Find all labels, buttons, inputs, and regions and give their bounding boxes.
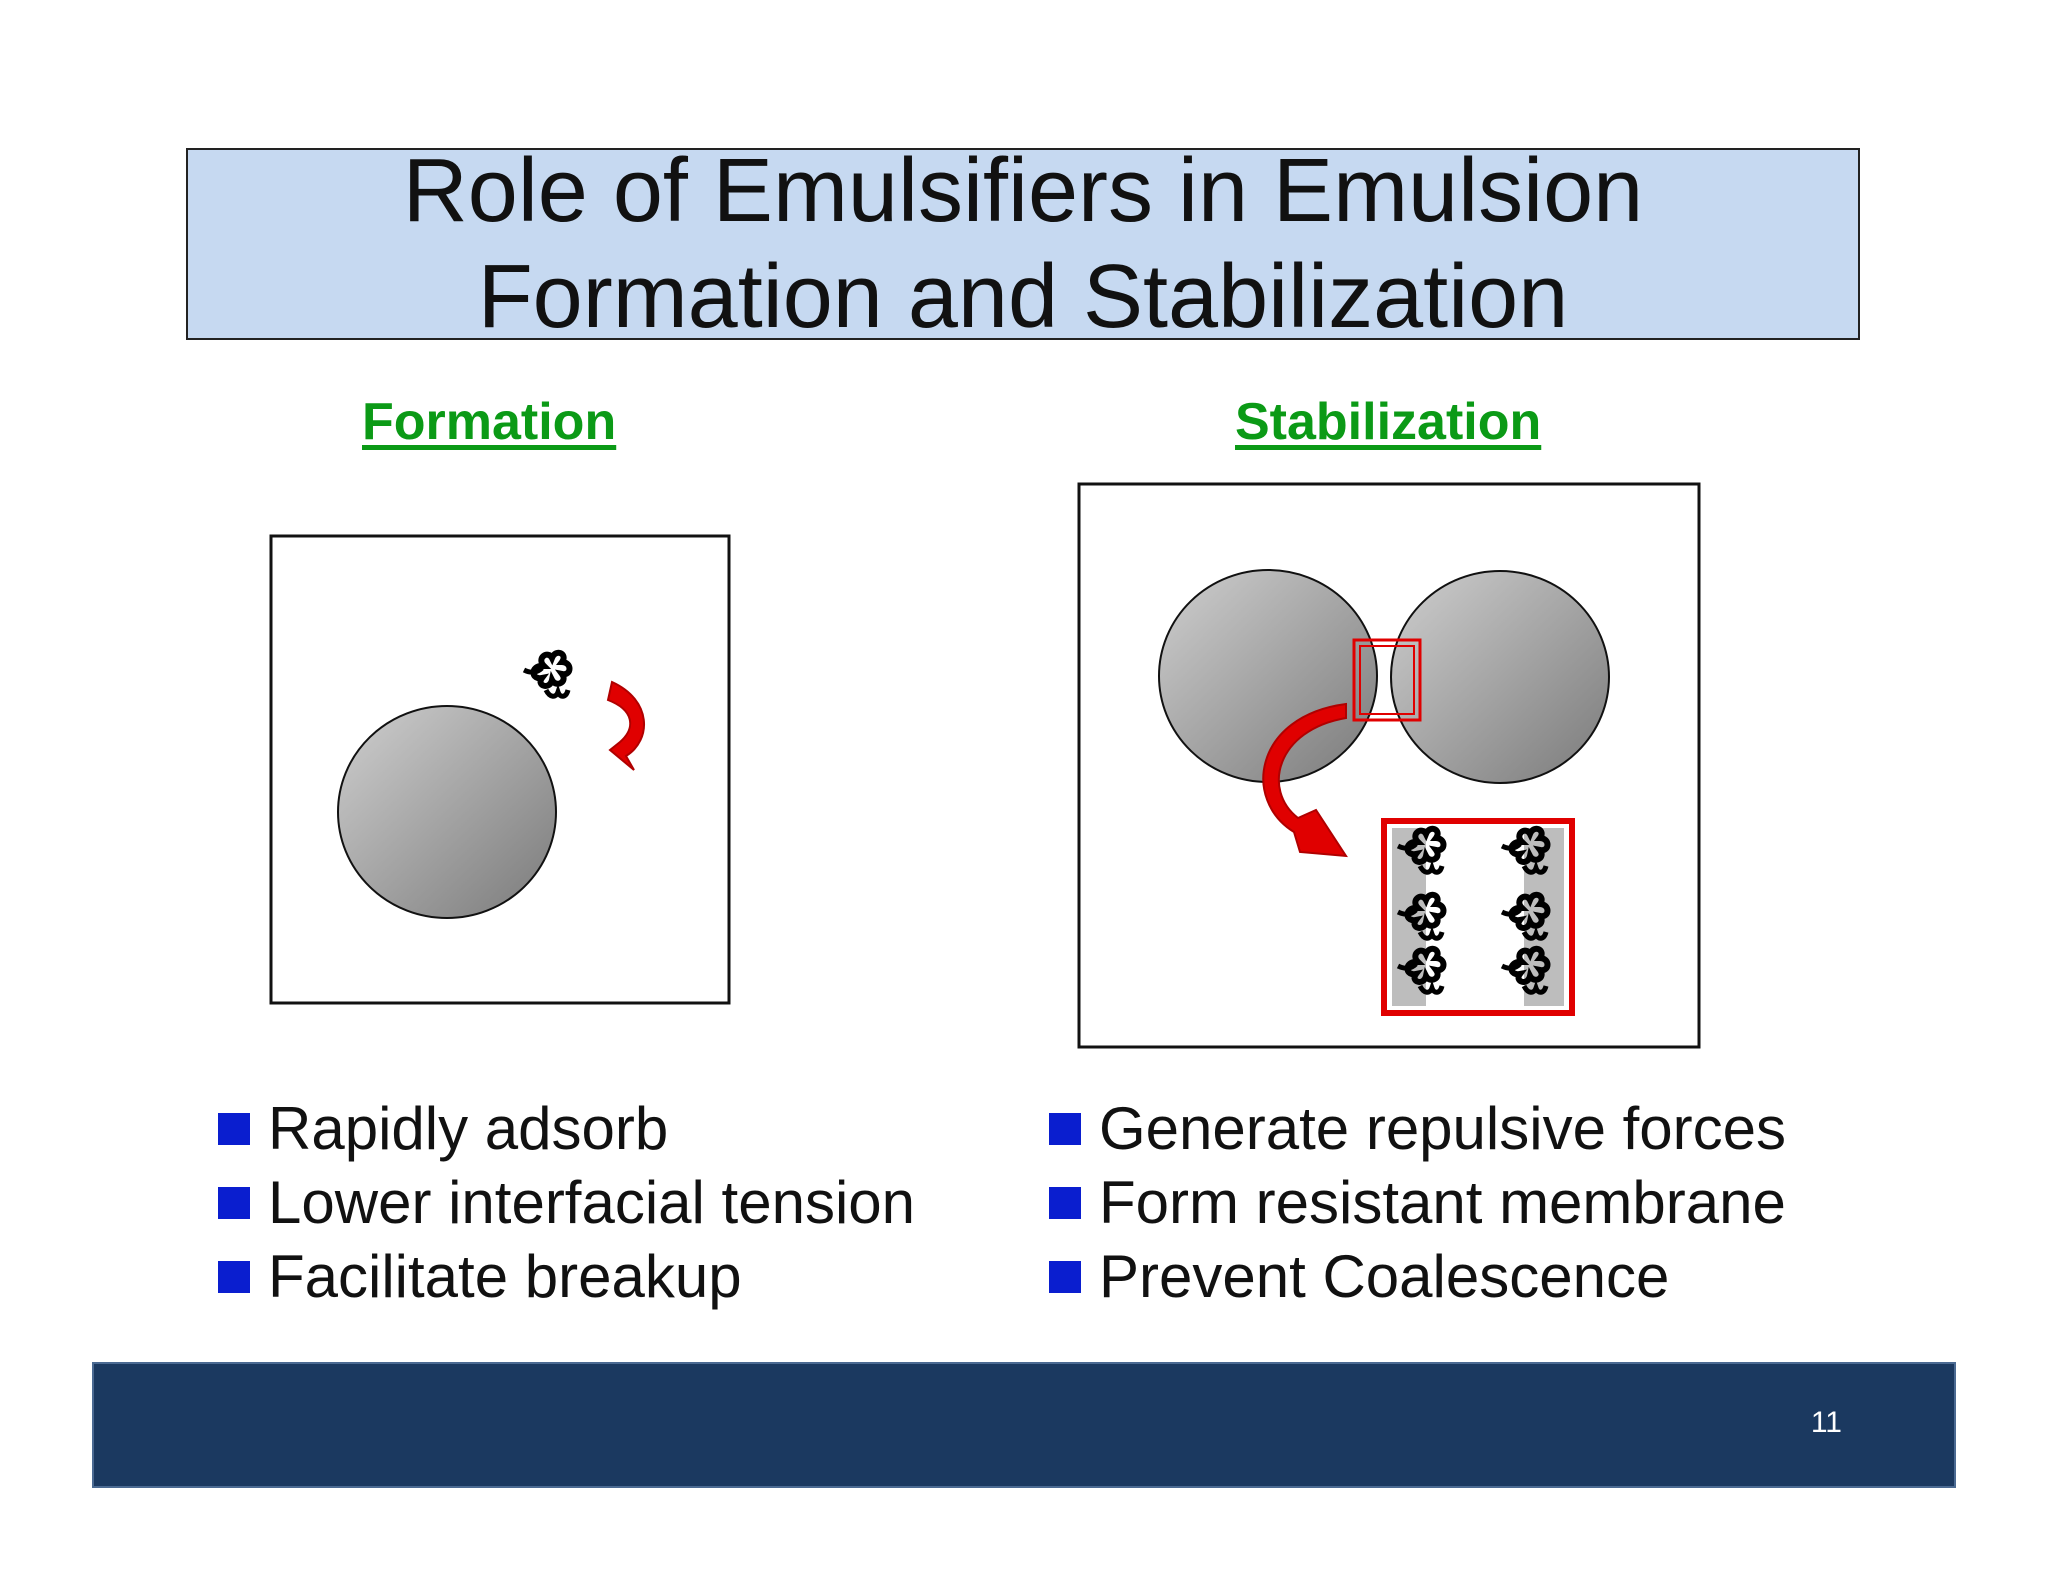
formation-bullet: Facilitate breakup bbox=[218, 1240, 915, 1314]
stabilization-bullet: Prevent Coalescence bbox=[1049, 1240, 1786, 1314]
square-bullet-icon bbox=[1049, 1187, 1081, 1219]
bullet-text: Prevent Coalescence bbox=[1099, 1243, 1670, 1310]
bullet-text: Generate repulsive forces bbox=[1099, 1095, 1787, 1162]
oil-droplet bbox=[337, 705, 557, 919]
interface-highlight-inner bbox=[1359, 645, 1415, 715]
right-droplet bbox=[1390, 570, 1610, 784]
square-bullet-icon bbox=[218, 1187, 250, 1219]
formation-bullet: Lower interfacial tension bbox=[218, 1166, 915, 1240]
stabilization-heading: Stabilization bbox=[1235, 393, 1542, 451]
square-bullet-icon bbox=[1049, 1113, 1081, 1145]
zoom-arrow bbox=[1262, 702, 1348, 858]
title-box: Role of Emulsifiers in Emulsion Formatio… bbox=[186, 141, 1860, 347]
bullet-text: Rapidly adsorb bbox=[268, 1095, 669, 1162]
formation-bullet-list: Rapidly adsorb Lower interfacial tension… bbox=[218, 1092, 915, 1314]
stabilization-bullet: Generate repulsive forces bbox=[1049, 1092, 1786, 1166]
bullet-text: Form resistant membrane bbox=[1099, 1169, 1786, 1236]
interface-highlight bbox=[1352, 638, 1422, 722]
square-bullet-icon bbox=[1049, 1261, 1081, 1293]
bullet-text: Facilitate breakup bbox=[268, 1243, 742, 1310]
stabilization-bullet-list: Generate repulsive forces Form resistant… bbox=[1049, 1092, 1786, 1314]
left-droplet bbox=[1158, 569, 1378, 783]
bullet-text: Lower interfacial tension bbox=[268, 1169, 916, 1236]
page-number: 11 bbox=[1810, 1406, 1842, 1439]
formation-heading: Formation bbox=[362, 393, 617, 451]
footer-bar: 11 bbox=[92, 1362, 1956, 1488]
formation-bullet: Rapidly adsorb bbox=[218, 1092, 915, 1166]
slide-title: Role of Emulsifiers in Emulsion Formatio… bbox=[402, 141, 1644, 347]
stabilization-bullet: Form resistant membrane bbox=[1049, 1166, 1786, 1240]
square-bullet-icon bbox=[218, 1113, 250, 1145]
square-bullet-icon bbox=[218, 1261, 250, 1293]
adsorb-arrow bbox=[606, 680, 646, 771]
